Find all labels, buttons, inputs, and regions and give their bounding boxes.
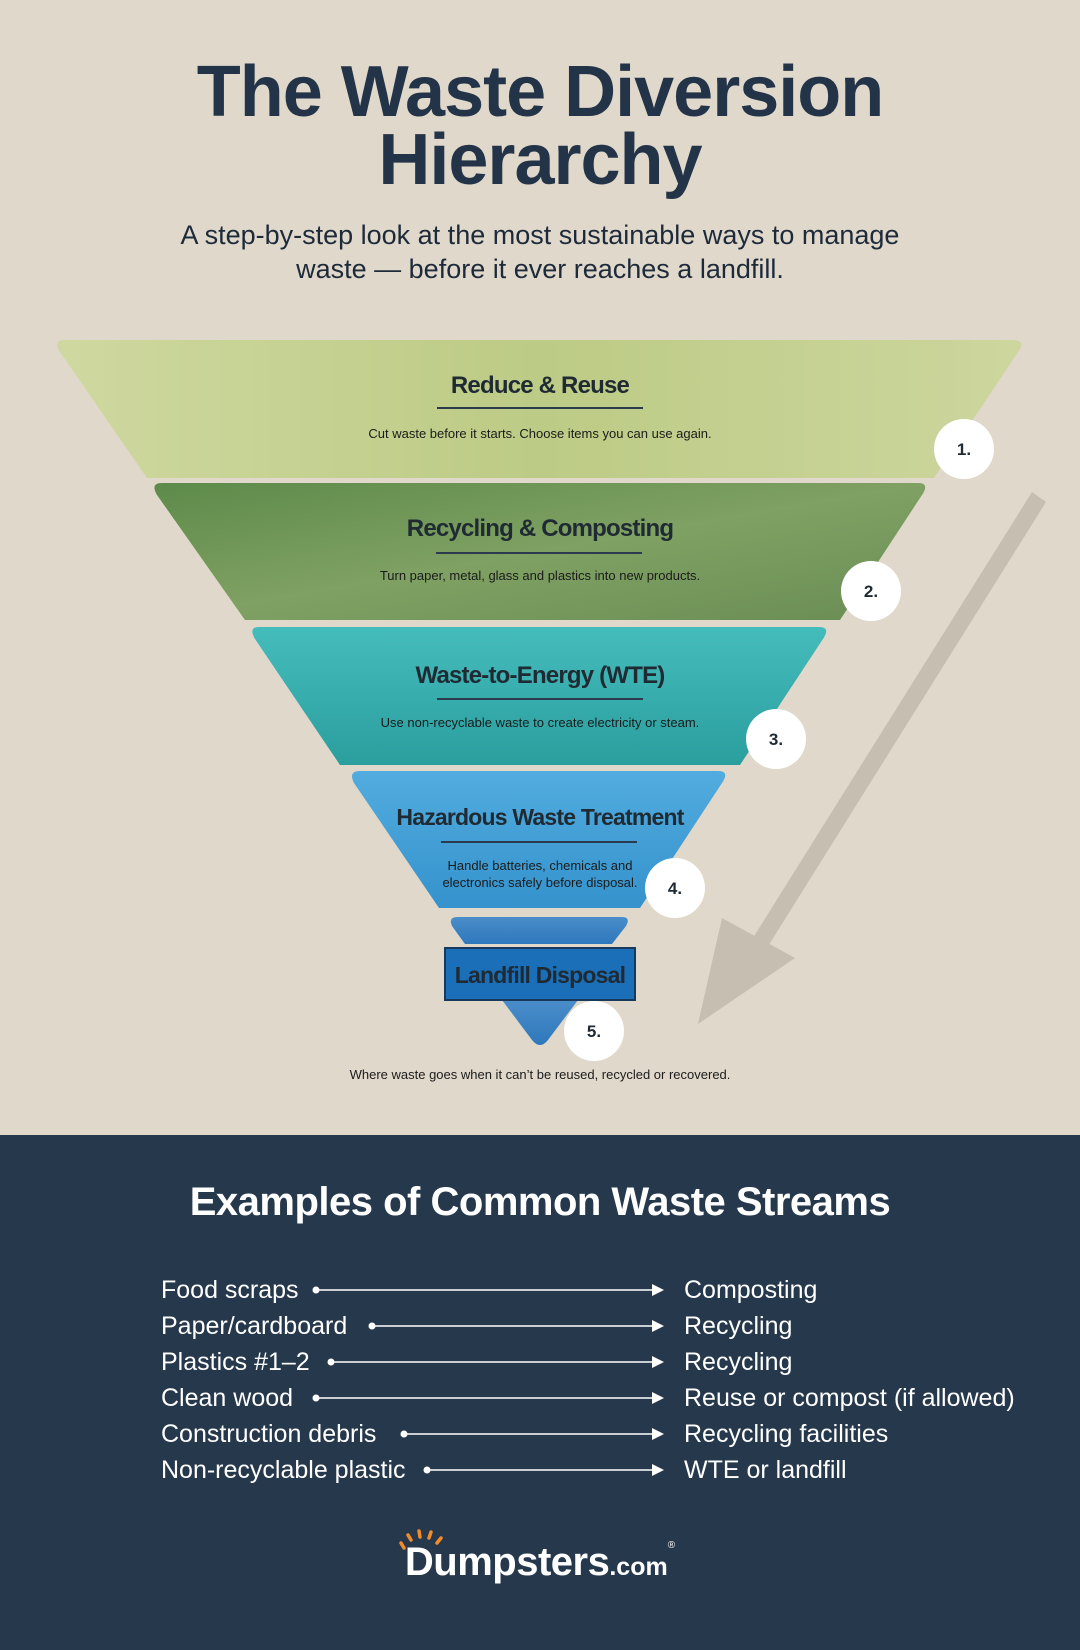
stream-source: Plastics #1–2	[161, 1348, 310, 1376]
subtitle-line-2: waste — before it ever reaches a landfil…	[296, 254, 784, 284]
tier-4-desc-line-2: electronics safely before disposal.	[442, 875, 637, 890]
tier-3-number-badge	[746, 709, 806, 769]
stream-target: Recycling	[684, 1348, 793, 1376]
stream-target: Recycling facilities	[684, 1420, 889, 1448]
tier-1-number-badge	[934, 419, 994, 479]
tier-5-number-badge	[564, 1001, 624, 1061]
sunburst-icon	[399, 1529, 443, 1550]
stream-arrow-icon	[327, 1356, 664, 1368]
tier-5-top-band	[450, 917, 628, 944]
hierarchy-funnel: Reduce & Reuse Cut waste before it start…	[57, 340, 1046, 1061]
stream-source: Paper/cardboard	[161, 1312, 348, 1340]
tier-5-bottom-tip	[502, 1000, 578, 1045]
tier-3-title: Waste-to-Energy (WTE)	[416, 662, 665, 689]
stream-source: Food scraps	[161, 1276, 299, 1304]
tier-5-label-box	[444, 947, 636, 1001]
stream-arrow-icon	[312, 1392, 664, 1404]
stream-source: Clean wood	[161, 1384, 294, 1412]
tier-4-title: Hazardous Waste Treatment	[396, 804, 684, 830]
tier-5-desc: Where waste goes when it can’t be reused…	[349, 1067, 731, 1082]
tier-recycling-composting: Recycling & Composting Turn paper, metal…	[154, 483, 926, 621]
tier-landfill-disposal: Landfill Disposal 5.	[444, 917, 636, 1061]
direction-arrow	[698, 492, 1046, 1024]
tier-waste-to-energy: Waste-to-Energy (WTE) Use non-recyclable…	[252, 627, 827, 769]
waste-streams-title: Examples of Common Waste Streams	[189, 1180, 891, 1224]
tier-4-number-badge	[645, 858, 705, 918]
stream-target: Composting	[684, 1276, 818, 1304]
tier-3-band	[252, 627, 827, 765]
stream-source: Construction debris	[161, 1420, 377, 1448]
subtitle-line-1: A step-by-step look at the most sustaina…	[180, 220, 900, 250]
page-title: The Waste Diversion Hierarchy	[0, 52, 1080, 200]
logo-suffix: .com	[609, 1553, 668, 1581]
tier-2-band	[154, 483, 926, 620]
stream-target: Reuse or compost (if allowed)	[684, 1384, 1015, 1412]
tier-2-number-badge	[841, 561, 901, 621]
tier-2-number: 2.	[864, 582, 878, 601]
tier-3-number: 3.	[769, 730, 783, 749]
tier-5-number: 5.	[587, 1022, 601, 1041]
stream-target: Recycling	[684, 1312, 793, 1340]
tier-2-title: Recycling & Composting	[407, 515, 674, 542]
page-subtitle: A step-by-step look at the most sustaina…	[140, 218, 940, 286]
tier-2-desc: Turn paper, metal, glass and plastics in…	[380, 568, 700, 583]
tier-reduce-reuse: Reduce & Reuse Cut waste before it start…	[57, 340, 1022, 479]
tier-1-title: Reduce & Reuse	[451, 372, 630, 399]
stream-row: Clean wood Reuse or compost (if allowed)	[0, 1380, 1080, 1416]
tier-5-title: Landfill Disposal	[455, 962, 625, 988]
stream-row: Non-recyclable plastic WTE or landfill	[0, 1452, 1080, 1488]
stream-row: Paper/cardboard Recycling	[0, 1308, 1080, 1344]
stream-arrow-icon	[312, 1284, 664, 1296]
stream-source: Non-recyclable plastic	[161, 1456, 406, 1484]
waste-streams-section	[0, 1135, 1080, 1650]
tier-hazardous-treatment: Hazardous Waste Treatment Handle batteri…	[352, 771, 726, 918]
tier-3-desc: Use non-recyclable waste to create elect…	[381, 715, 700, 730]
stream-row: Food scraps Composting	[0, 1272, 1080, 1308]
title-line-1: The Waste Diversion	[196, 52, 885, 132]
tier-4-desc-line-1: Handle batteries, chemicals and	[448, 858, 633, 873]
stream-row: Plastics #1–2 Recycling	[0, 1344, 1080, 1380]
logo-wordmark: Dumpsters	[404, 1540, 610, 1584]
brand-logo[interactable]: Dumpsters.com ®	[0, 1529, 1080, 1585]
title-line-2: Hierarchy	[378, 120, 702, 200]
logo-registered-mark: ®	[667, 1540, 676, 1551]
tier-1-desc: Cut waste before it starts. Choose items…	[368, 426, 711, 441]
tier-4-number: 4.	[668, 879, 682, 898]
stream-arrow-icon	[400, 1428, 664, 1440]
stream-target: WTE or landfill	[684, 1456, 847, 1484]
stream-arrow-icon	[368, 1320, 664, 1332]
tier-1-number: 1.	[957, 440, 971, 459]
tier-4-band	[352, 771, 726, 908]
stream-row: Construction debris Recycling facilities	[0, 1416, 1080, 1452]
stream-arrow-icon	[423, 1464, 664, 1476]
